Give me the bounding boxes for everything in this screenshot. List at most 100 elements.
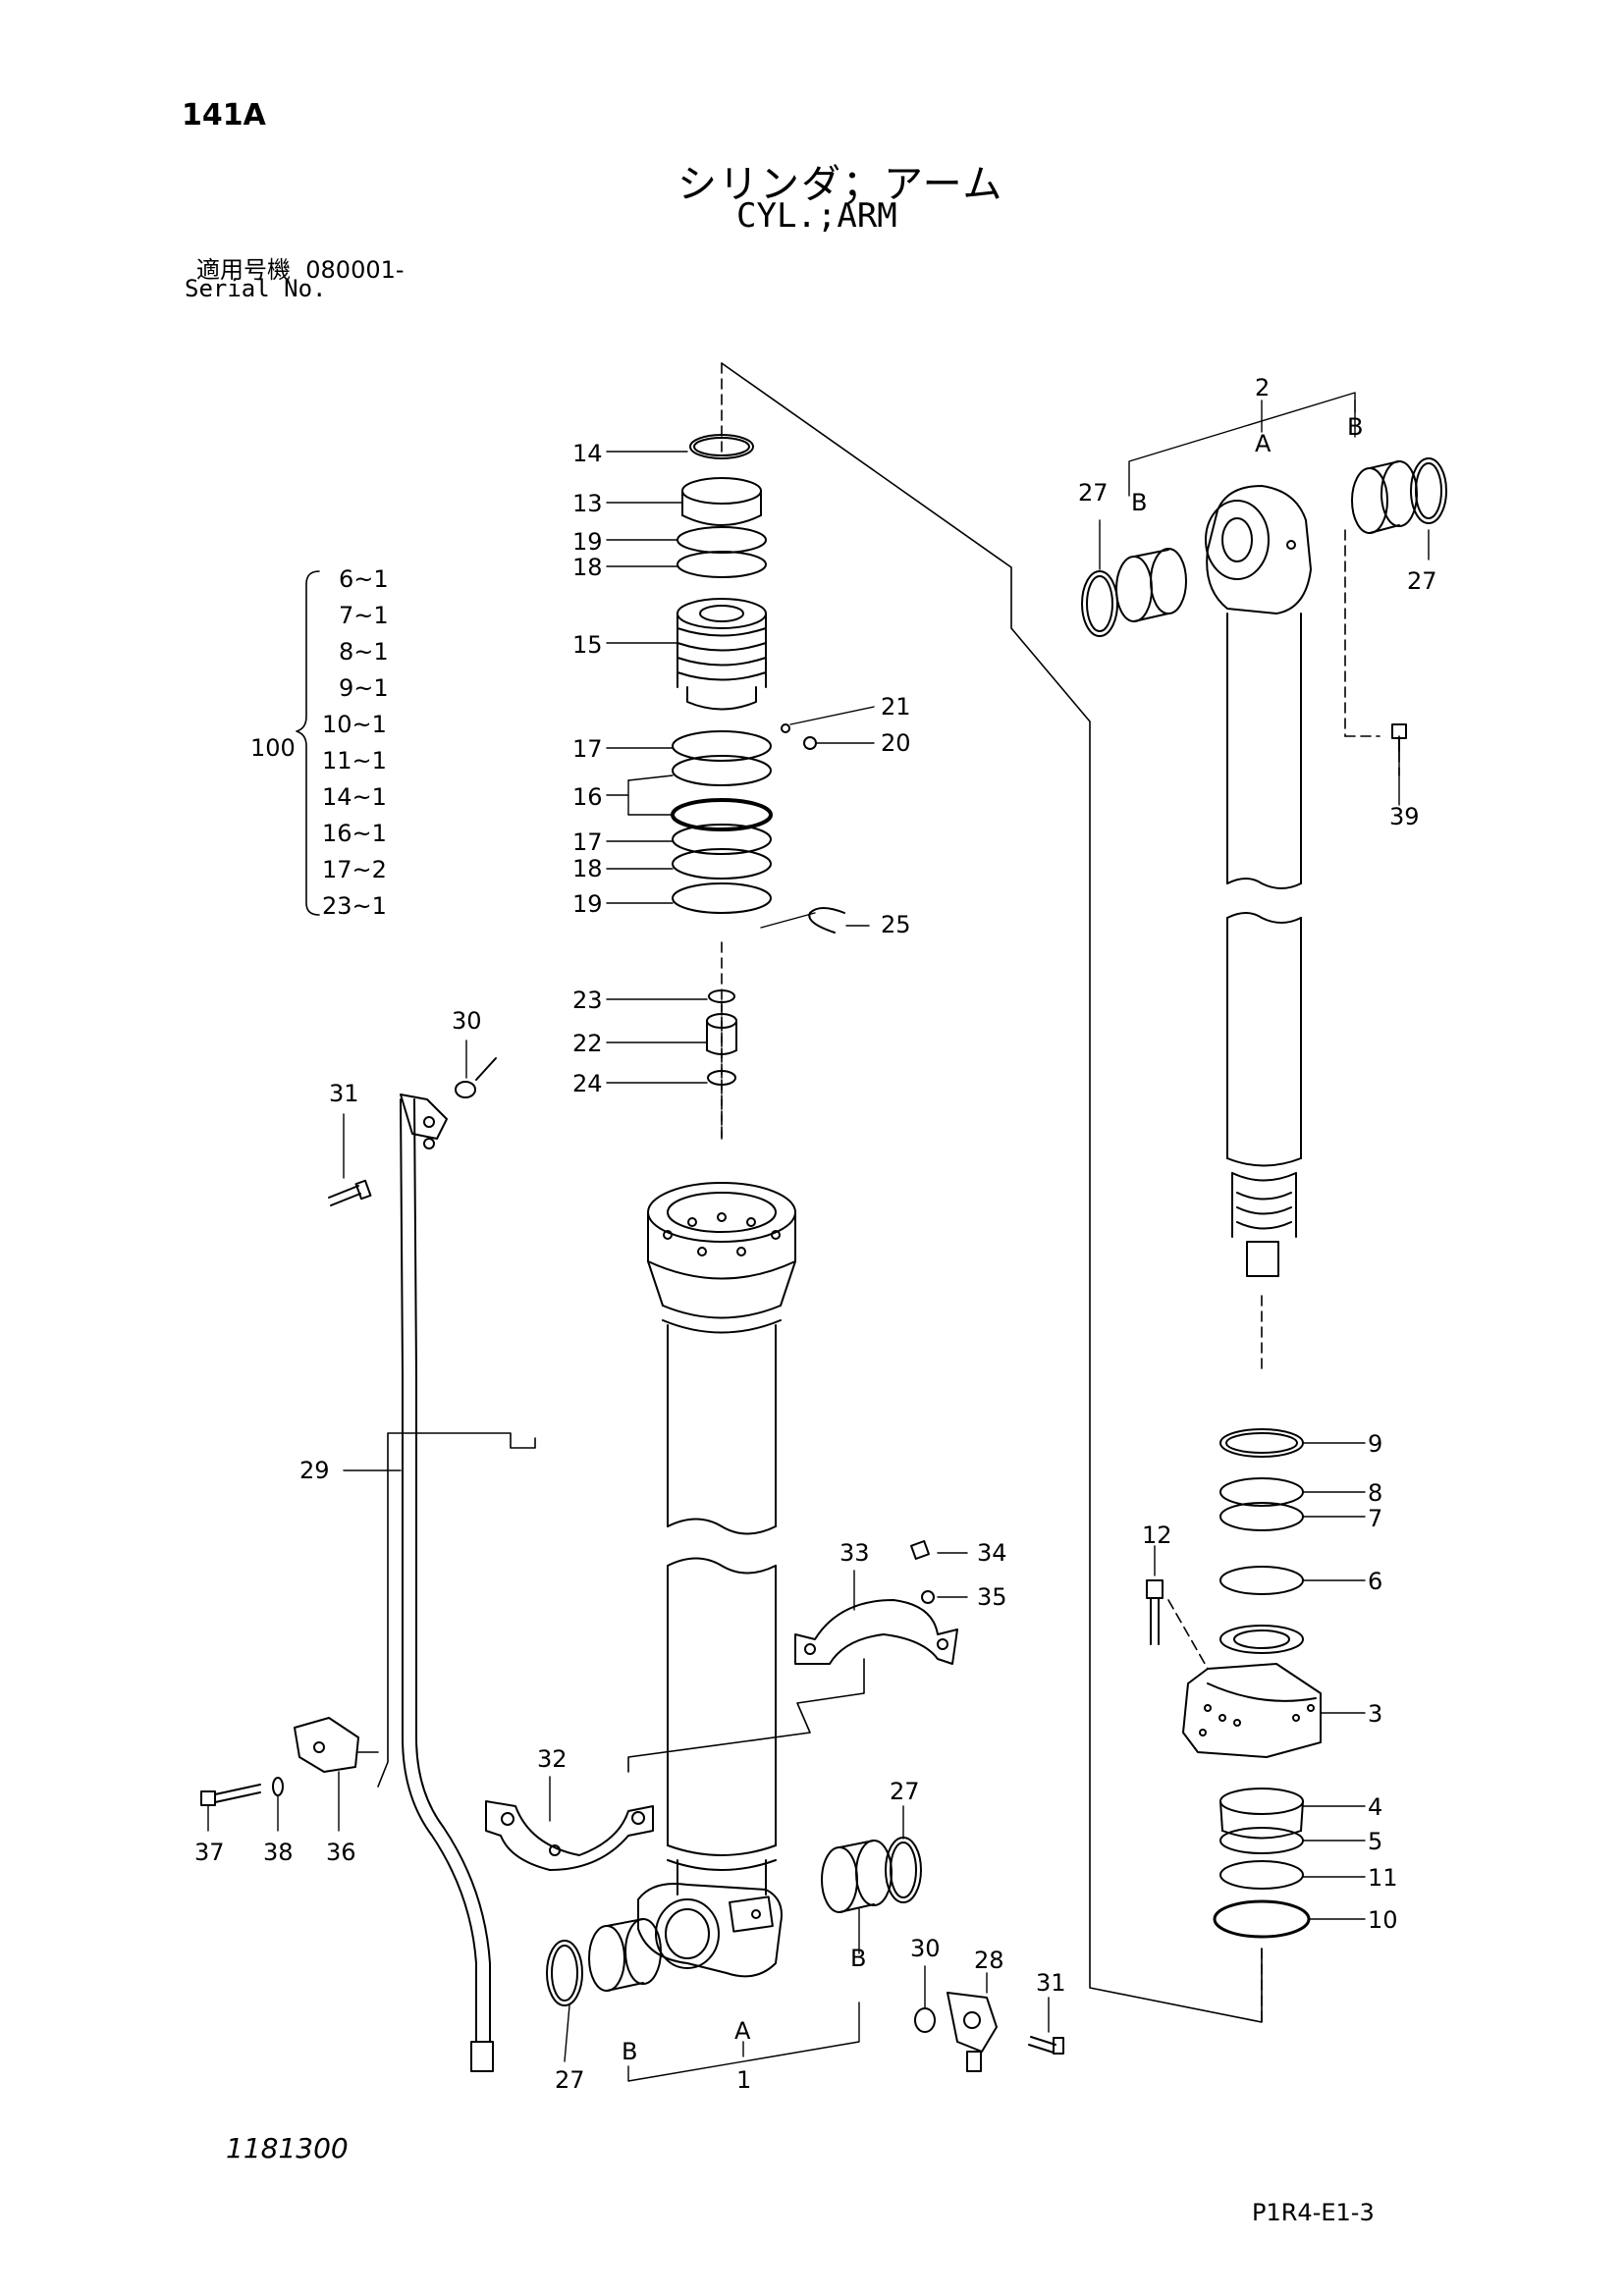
part-8-ring: [1219, 1477, 1304, 1507]
part-31-bolt-left: [328, 1179, 372, 1206]
callout-label: 32: [537, 1745, 568, 1773]
kit-item: 23~1: [322, 892, 387, 920]
callout-label: 6: [1368, 1568, 1382, 1595]
part-11-ring: [1219, 1860, 1304, 1890]
callout-label: 5: [1368, 1828, 1382, 1855]
callout-label: 37: [194, 1839, 225, 1866]
callout-label: 27: [890, 1778, 920, 1805]
gland-parts: [671, 434, 845, 1086]
callout-label: 13: [572, 490, 603, 517]
kit-item: 8~1: [339, 638, 389, 666]
callout-label: 22: [572, 1030, 603, 1057]
part-19-ring-b: [672, 882, 772, 914]
kit-item: 9~1: [339, 674, 389, 702]
part-19-ring-top: [677, 526, 767, 554]
part-39-grease-fitting: [1391, 723, 1407, 752]
clamp-parts: [200, 1540, 958, 1871]
part-bushing-lower-left: [588, 1918, 662, 1992]
callout-label: 34: [977, 1539, 1007, 1567]
part-35-washer: [921, 1590, 935, 1604]
part-17-ring-b: [672, 824, 772, 855]
callout-label: B: [1131, 489, 1147, 516]
callout-label: B: [850, 1945, 866, 1972]
callout-label: 39: [1389, 803, 1420, 830]
part-5-ring: [1219, 1827, 1304, 1854]
leader-lines: [207, 392, 1430, 2082]
callout-label: 18: [572, 554, 603, 581]
kit-item: 10~1: [322, 711, 387, 738]
serial-value: 080001-: [305, 256, 405, 284]
callout-label: 31: [329, 1080, 359, 1107]
callout-label: 36: [326, 1839, 356, 1866]
callout-label: A: [1255, 430, 1272, 457]
title-english: CYL.;ARM: [736, 196, 897, 236]
callout-label: 1: [736, 2066, 751, 2094]
callout-label: B: [1347, 413, 1363, 441]
callout-label: 15: [572, 631, 603, 659]
part-15-gland: [677, 598, 767, 711]
callout-label: A: [734, 2017, 751, 2045]
part-16-ring-a: [672, 755, 772, 786]
callout-label: 19: [572, 528, 603, 556]
callout-label: 18: [572, 855, 603, 882]
part-3-piston: [1182, 1625, 1322, 1758]
assembly-guide-lines: [721, 362, 1400, 2023]
part-30-oring-left: [455, 1081, 476, 1098]
callout-label: 2: [1255, 374, 1270, 401]
callout-label: 4: [1368, 1793, 1382, 1821]
part-32-clamp: [485, 1800, 654, 1871]
part-33-clamp: [794, 1599, 958, 1665]
serial-label-en: Serial No.: [185, 275, 327, 302]
sheet-code: P1R4-E1-3: [1252, 2199, 1375, 2226]
callout-label: B: [622, 2038, 637, 2065]
kit-item: 14~1: [322, 783, 387, 811]
callout-label: 31: [1036, 1969, 1066, 1997]
piston-rod: [1205, 485, 1312, 1277]
callout-label: 17: [572, 735, 603, 763]
callout-label: 20: [881, 729, 911, 757]
kit-item: 6~1: [339, 565, 389, 593]
callout-label: 21: [881, 693, 911, 721]
part-29-pipe: [400, 1098, 477, 2043]
part-34-bolt: [910, 1540, 930, 1560]
part-28-elbow: [947, 1992, 998, 2072]
part-17-ring-a: [672, 730, 772, 762]
part-bushing-upper-left: [1115, 548, 1187, 622]
callout-label: 27: [555, 2066, 585, 2094]
part-callouts: 14 13 19 18 15 21 20 17 16 17 18 19 25 2…: [194, 374, 1437, 2094]
part-14-ring: [689, 434, 754, 459]
pipe-flange-top: [400, 1094, 448, 1140]
callout-label: 17: [572, 828, 603, 856]
callout-label: 30: [910, 1935, 941, 1962]
part-31-bolt-right: [1028, 2036, 1064, 2055]
part-37-bolt: [200, 1784, 261, 1806]
callout-label: 38: [263, 1839, 294, 1866]
kit-100-brace: [296, 570, 320, 916]
frame-bracket-zigzag: [627, 1658, 865, 1773]
pipe-assembly: [328, 1057, 497, 2072]
callout-label: 33: [839, 1539, 870, 1567]
part-36-block: [294, 1717, 359, 1773]
callout-label: 29: [299, 1457, 330, 1484]
callout-label: 25: [881, 911, 911, 938]
cylinder-tube: [637, 1182, 796, 1978]
callout-label: 23: [572, 987, 603, 1014]
callout-label: 16: [572, 783, 603, 811]
part-24-ring: [707, 1070, 736, 1086]
part-20-plug: [803, 736, 817, 750]
exploded-view-frame: [721, 362, 1263, 2023]
part-23-washer: [708, 989, 735, 1003]
callout-label: 19: [572, 890, 603, 918]
part-13-bushing: [681, 477, 762, 526]
part-27-seal-lower-left: [546, 1940, 583, 2006]
callout-label: 27: [1078, 479, 1109, 507]
part-27-seal-upper-right: [1410, 457, 1447, 524]
callout-label: 14: [572, 440, 603, 467]
kit-number: 100: [250, 734, 296, 762]
serial-line: 適用号機 080001-: [196, 250, 405, 285]
rod-side-parts: [1081, 457, 1447, 1939]
kit-100-list: 100 6~1 7~1 8~1 9~1 10~1 11~1 14~1 16~1 …: [250, 565, 389, 920]
part-38-washer: [272, 1777, 284, 1796]
callout-label: 24: [572, 1070, 603, 1097]
part-bushing-lower-right: [821, 1840, 893, 1913]
